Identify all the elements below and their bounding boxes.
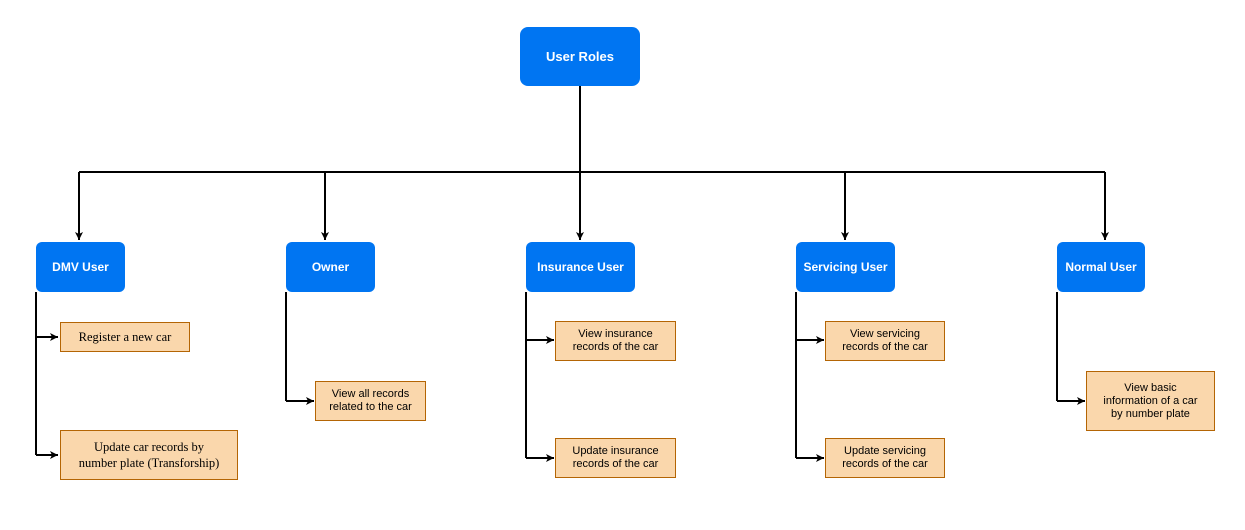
role-owner[interactable]: Owner <box>286 242 375 292</box>
role-normal-user[interactable]: Normal User <box>1057 242 1145 292</box>
role-servicing-user[interactable]: Servicing User <box>796 242 895 292</box>
role-dmv-user[interactable]: DMV User <box>36 242 125 292</box>
task-update-insurance-records[interactable]: Update insurance records of the car <box>555 438 676 478</box>
task-view-servicing-records[interactable]: View servicing records of the car <box>825 321 945 361</box>
task-view-basic-information[interactable]: View basic information of a car by numbe… <box>1086 371 1215 431</box>
task-view-insurance-records[interactable]: View insurance records of the car <box>555 321 676 361</box>
role-insurance-user[interactable]: Insurance User <box>526 242 635 292</box>
task-update-servicing-records[interactable]: Update servicing records of the car <box>825 438 945 478</box>
task-register-new-car[interactable]: Register a new car <box>60 322 190 352</box>
task-view-all-records[interactable]: View all records related to the car <box>315 381 426 421</box>
task-update-car-records[interactable]: Update car records by number plate (Tran… <box>60 430 238 480</box>
user-roles-root-node[interactable]: User Roles <box>520 27 640 86</box>
